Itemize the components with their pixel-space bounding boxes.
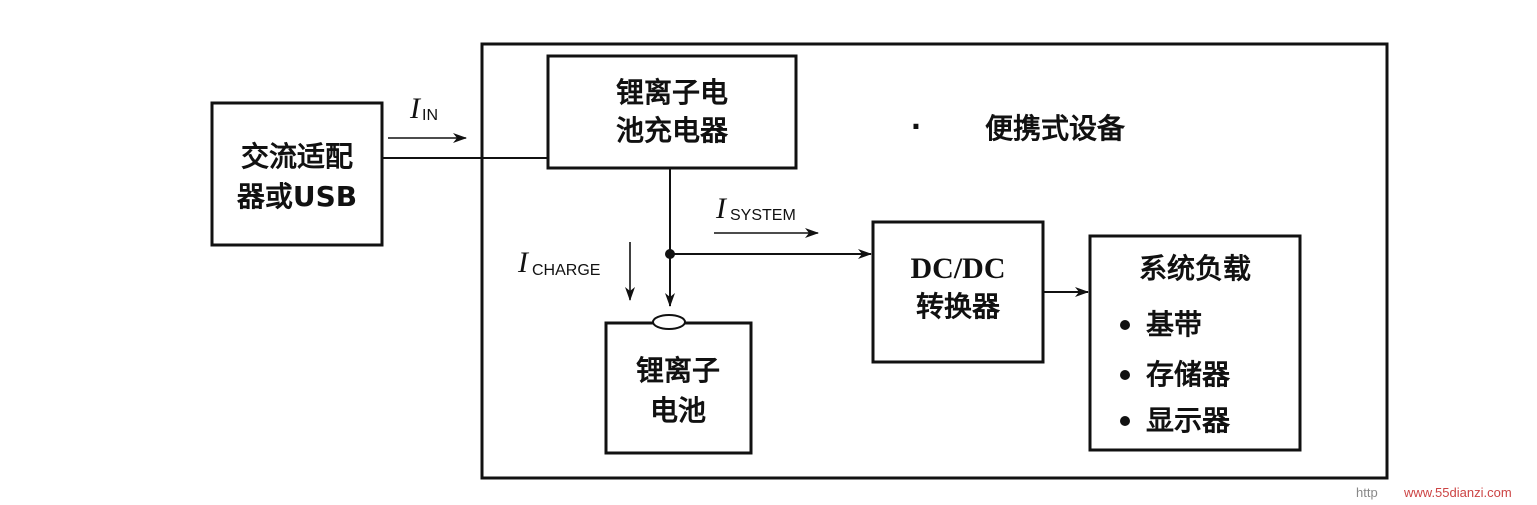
watermark-site: www.55dianzi.com <box>1403 485 1512 500</box>
system-load-title: 系统负载 <box>1139 252 1251 285</box>
watermark-prefix: http <box>1356 485 1378 500</box>
junction-node <box>665 249 675 259</box>
svg-text:I: I <box>715 192 728 225</box>
battery-box <box>604 321 753 455</box>
battery-label-2: 电池 <box>650 394 706 427</box>
charger-label-2: 池充电器 <box>616 114 729 147</box>
portable-device-frame <box>480 42 1389 480</box>
charger-box <box>546 54 798 170</box>
battery-label-1: 锂离子 <box>636 354 720 387</box>
portable-device-label: 便携式设备 <box>985 112 1126 145</box>
svg-text:I: I <box>409 92 422 125</box>
svg-text:IN: IN <box>422 107 438 124</box>
svg-text:SYSTEM: SYSTEM <box>730 207 796 224</box>
system-load-item-memory: 存储器 <box>1146 358 1231 391</box>
charger-label-1: 锂离子电 <box>616 76 728 109</box>
svg-text:I: I <box>517 246 530 279</box>
dcdc-label-2: 转换器 <box>916 290 1001 323</box>
stray-dot: · <box>911 110 922 143</box>
ac-adapter-label-1: 交流适配 <box>241 140 353 173</box>
ac-adapter-label-2: 器或USB <box>236 180 357 213</box>
system-load-box <box>1088 234 1302 452</box>
bullet-icon <box>1120 370 1130 380</box>
current-in-label: I IN <box>409 92 438 125</box>
system-load-item-display: 显示器 <box>1146 404 1231 437</box>
bullet-icon <box>1120 416 1130 426</box>
svg-text:CHARGE: CHARGE <box>532 262 600 279</box>
battery-terminal <box>652 314 686 330</box>
dcdc-label-1: DC/DC <box>911 252 1006 285</box>
system-load-item-baseband: 基带 <box>1146 308 1202 341</box>
bullet-icon <box>1120 320 1130 330</box>
ac-adapter-box <box>210 101 384 247</box>
current-charge-label: I CHARGE <box>517 246 600 279</box>
current-system-label: I SYSTEM <box>715 192 796 225</box>
